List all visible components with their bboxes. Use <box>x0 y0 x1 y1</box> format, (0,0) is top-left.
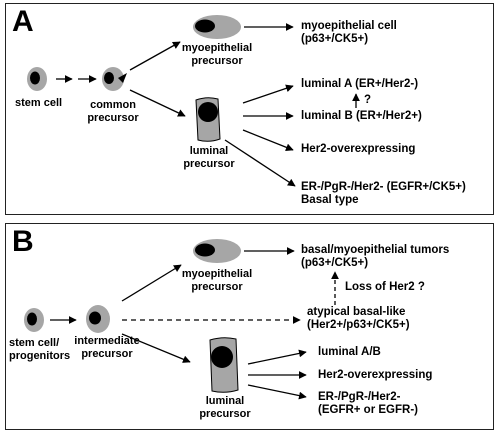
panel-a-arrows <box>56 23 360 187</box>
myoepithelial-cell-label: myoepithelial cell (p63+/CK5+) <box>301 20 397 45</box>
common-precursor-cell <box>102 67 127 91</box>
intermediate-precursor-cell <box>86 305 110 333</box>
triple-negative-label: ER-/PgR-/Her2- (EGFR+ or EGFR-) <box>318 391 418 416</box>
luminal-ab-label: luminal A/B <box>318 346 381 358</box>
luminal-b-label: luminal B (ER+/Her2+) <box>301 110 422 122</box>
stem-progenitors-label: stem cell/ progenitors <box>9 337 71 362</box>
stem-cell-b <box>24 308 44 332</box>
basal-myoepithelial-tumors-label: basal/myoepithelial tumors (p63+/CK5+) <box>301 244 450 269</box>
luminal-a-label: luminal A (ER+/Her2-) <box>301 78 419 90</box>
panel-b-letter: B <box>12 225 34 258</box>
loss-of-her2-label: Loss of Her2 ? <box>345 281 425 293</box>
stem-cell-a <box>27 67 47 91</box>
panel-a-letter: A <box>12 5 34 38</box>
her2-overexpressing-label-a: Her2-overexpressing <box>301 143 416 155</box>
luminal-precursor-cell-a <box>195 97 221 142</box>
panel-a <box>5 3 494 215</box>
intermediate-precursor-label: intermediate precursor <box>74 335 140 360</box>
myoepithelial-precursor-cell-b <box>193 239 241 263</box>
myoepithelial-precursor-cell-a <box>193 15 241 39</box>
panel-b-arrows <box>50 247 339 400</box>
stem-cell-label: stem cell <box>15 97 63 109</box>
basal-type-label: ER-/PgR-/Her2- (EGFR+/CK5+) Basal type <box>301 181 466 206</box>
luminal-precursor-label-b: luminal precursor <box>199 395 251 420</box>
common-precursor-label: common precursor <box>87 99 139 124</box>
her2-overexpressing-label-b: Her2-overexpressing <box>318 369 433 381</box>
panel-b <box>5 223 494 430</box>
myoepithelial-precursor-label-b: myoepithelial precursor <box>181 268 253 293</box>
luminal-precursor-cell-b <box>209 337 239 393</box>
atypical-basal-like-label: atypical basal-like (Her2+/p63+/CK5+) <box>307 306 410 331</box>
question-mark-label: ? <box>364 94 372 106</box>
luminal-precursor-label-a: luminal precursor <box>183 145 235 170</box>
myoepithelial-precursor-label-a: myoepithelial precursor <box>181 42 253 67</box>
